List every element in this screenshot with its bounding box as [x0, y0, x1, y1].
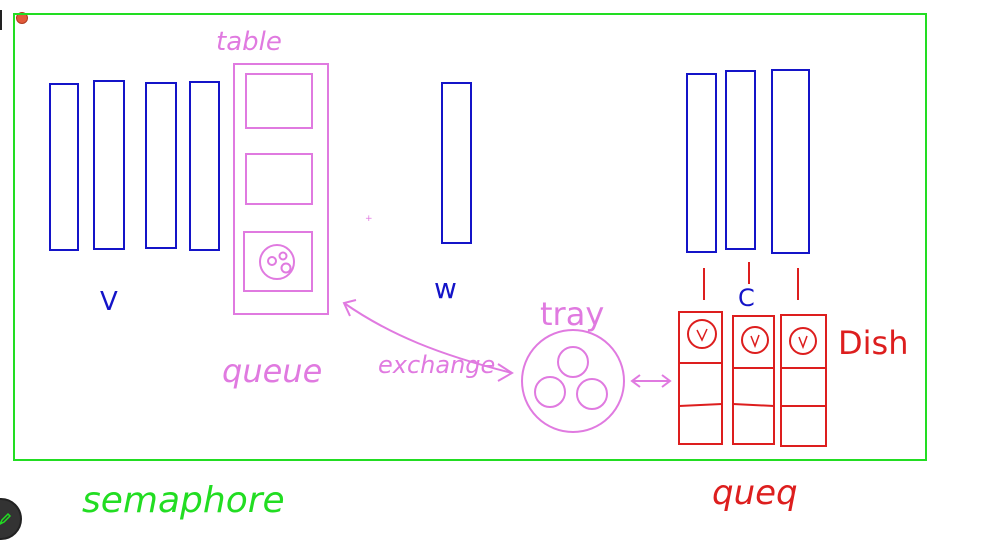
dish-column — [678, 311, 723, 445]
plate-item — [280, 262, 292, 274]
table-slot — [245, 153, 313, 205]
tray-item — [576, 378, 608, 410]
blue-bar — [145, 82, 177, 249]
label-queq: queq — [712, 473, 798, 513]
tray-shape — [521, 329, 625, 433]
dish-column — [732, 315, 775, 445]
blue-bar — [49, 83, 79, 251]
tray-item — [534, 376, 566, 408]
label-table: table — [216, 27, 282, 57]
dish-marks — [696, 328, 808, 350]
plate-item — [267, 256, 277, 266]
semaphore-frame — [13, 13, 927, 461]
table-slot — [243, 231, 313, 292]
blue-bar — [686, 73, 717, 253]
table-shape — [233, 63, 329, 315]
blue-bar — [725, 70, 756, 250]
dish-icon — [741, 326, 769, 354]
label-c: C — [738, 284, 755, 312]
blue-bar — [771, 69, 810, 254]
blue-bar-w — [441, 82, 472, 244]
table-slot — [245, 73, 313, 129]
dish-queue — [678, 311, 827, 447]
exchange-arrow — [343, 302, 513, 374]
label-semaphore: semaphore — [82, 480, 285, 521]
label-dish: Dish — [838, 324, 908, 362]
tray-dish-arrow — [630, 374, 672, 388]
dish-divider — [678, 403, 826, 407]
tray-outline — [521, 329, 625, 433]
label-tray: tray — [540, 295, 604, 333]
label-exchange: exchange — [378, 351, 495, 379]
label-queue: queue — [222, 352, 322, 390]
blue-bar — [189, 81, 220, 251]
exchange-arrow-head-right — [497, 363, 514, 382]
tray-item — [557, 346, 589, 378]
exchange-arrow-head-left — [342, 299, 357, 317]
stray-mark: + — [365, 214, 373, 224]
label-v: V — [100, 287, 118, 317]
table-outline — [233, 63, 329, 315]
plate-item — [278, 251, 288, 261]
dish-icon — [687, 319, 717, 349]
red-connectors — [703, 262, 799, 300]
dish-divider — [679, 362, 826, 369]
blue-bar — [93, 80, 125, 250]
blue-bar-group-v — [49, 80, 220, 251]
plate — [259, 244, 295, 280]
blue-bar-group-right — [686, 69, 810, 254]
dish-icon — [789, 327, 817, 355]
dish-column — [780, 314, 827, 447]
window-edge-mark — [0, 10, 2, 30]
label-w: w — [434, 272, 457, 305]
pen-icon — [0, 512, 12, 525]
